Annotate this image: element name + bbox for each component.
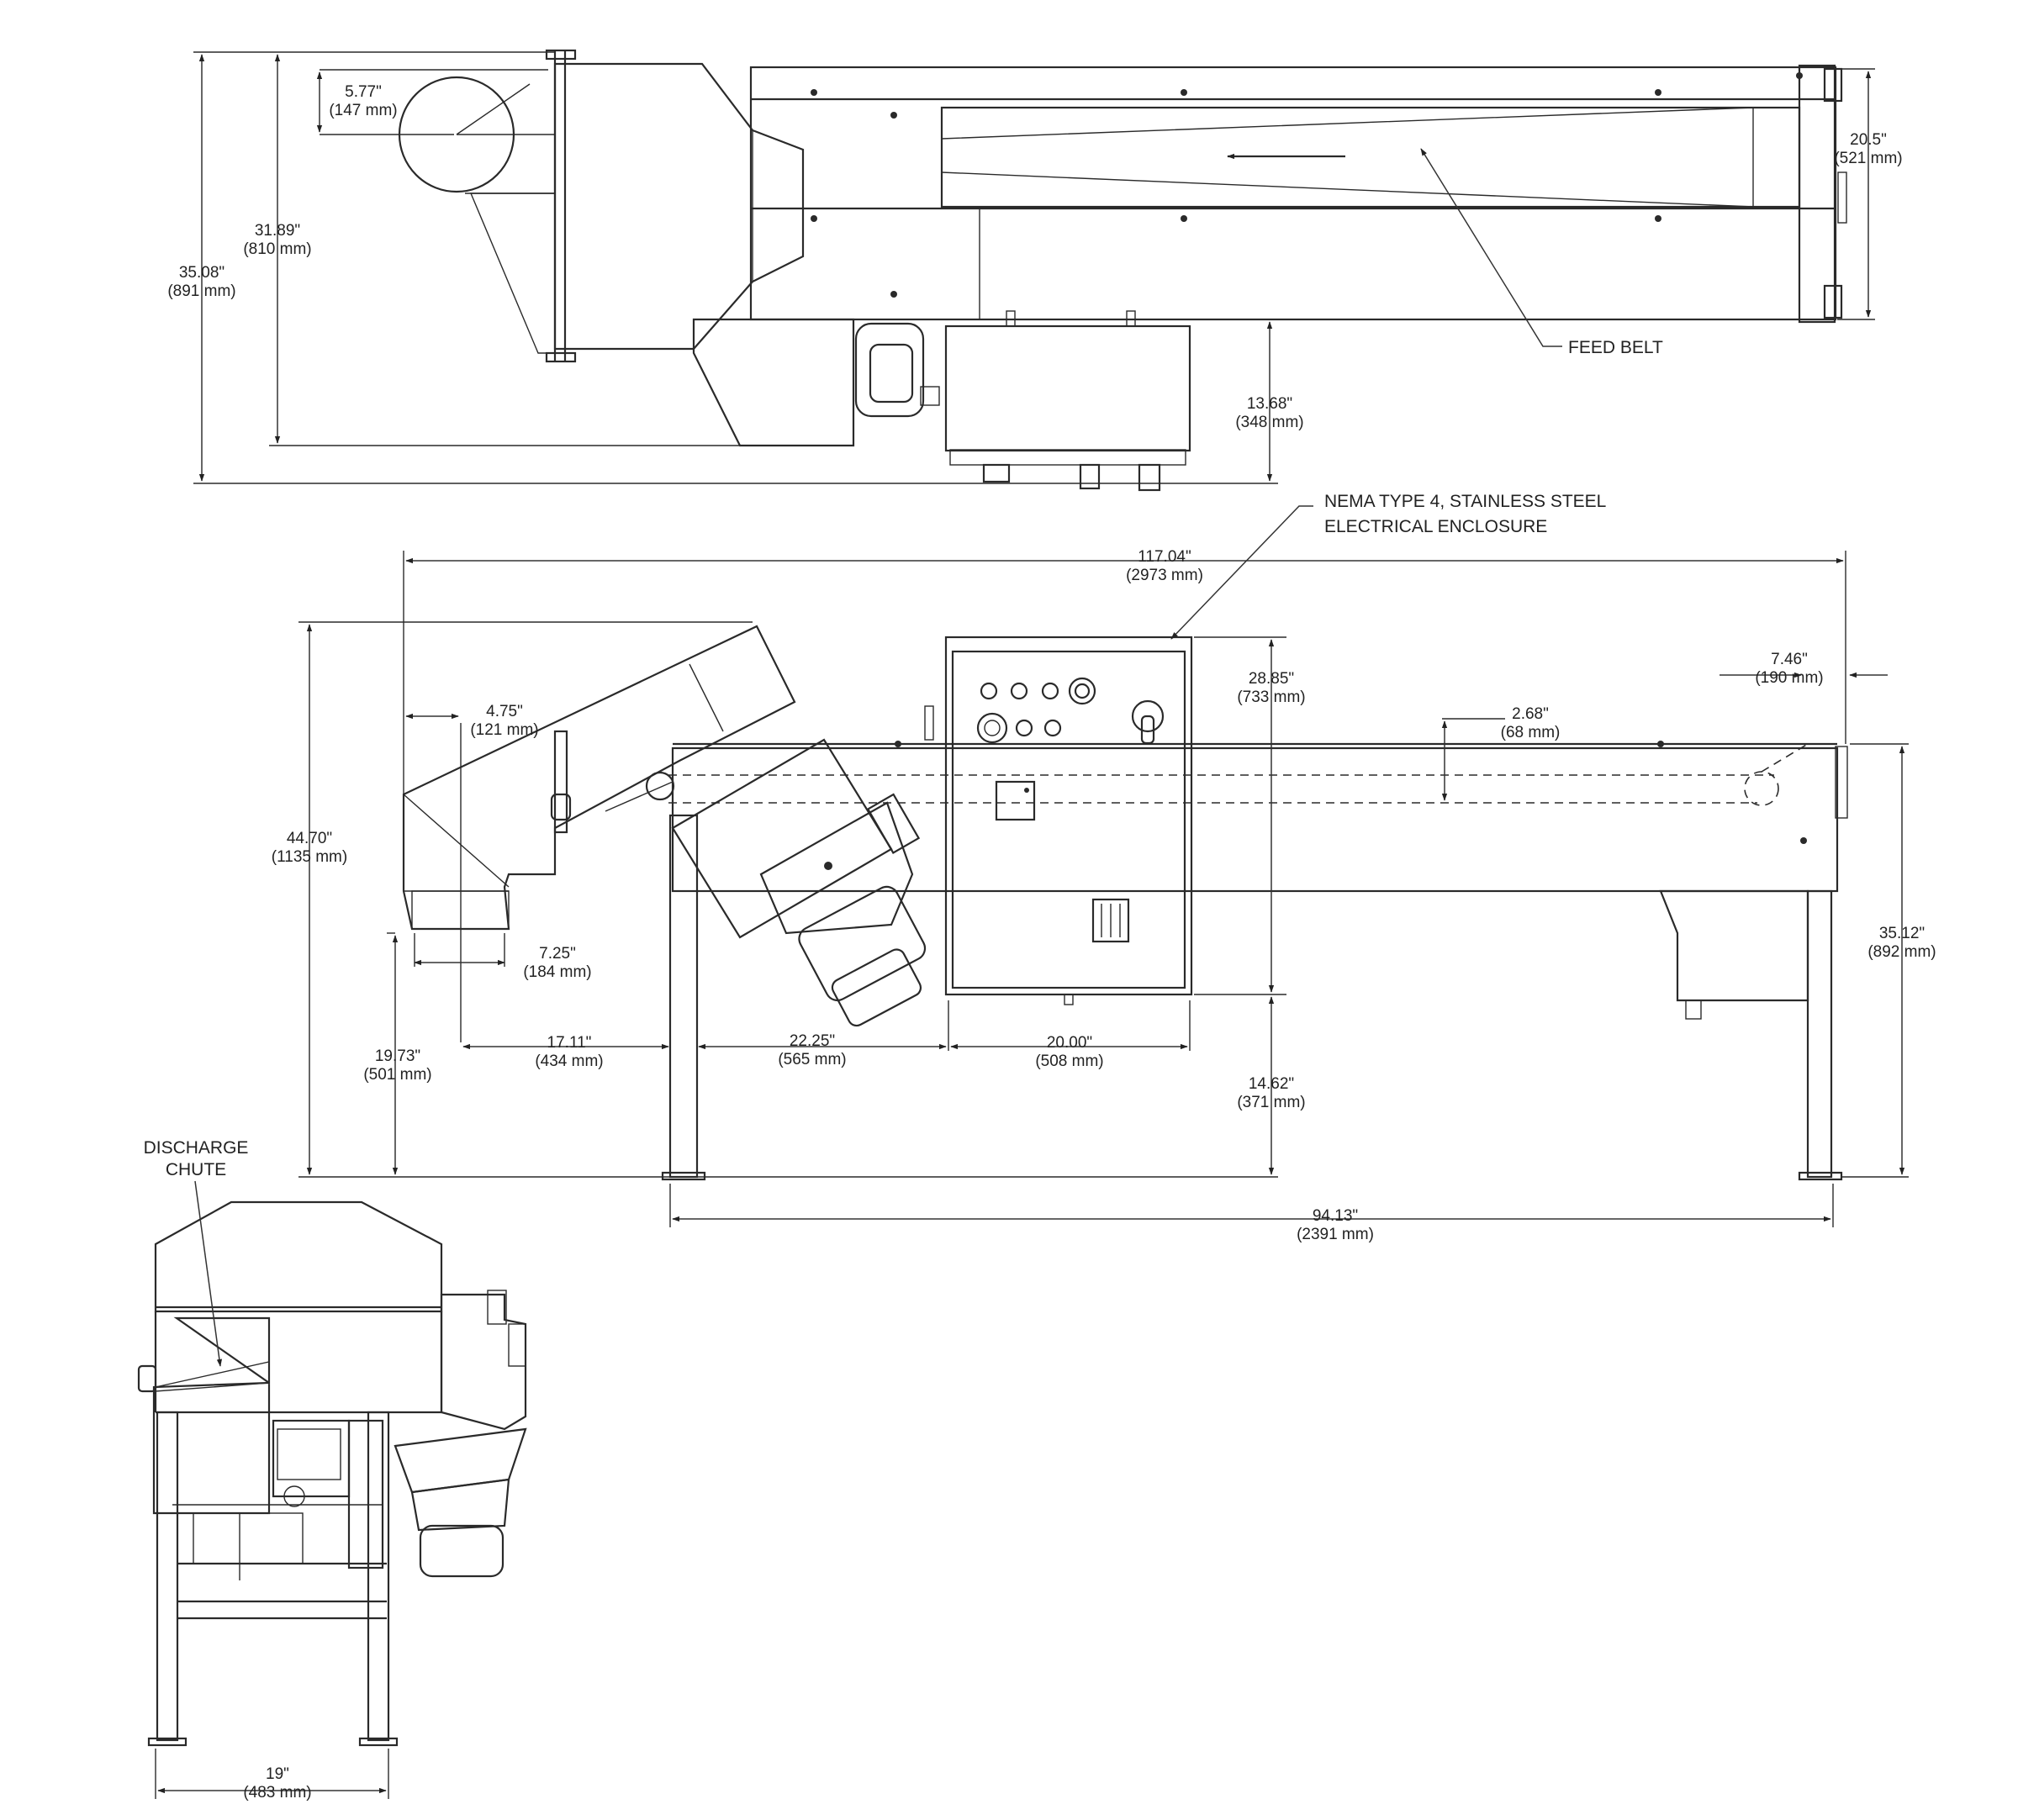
end-view: [137, 1200, 527, 1747]
dim-35.08-in: 35.08": [179, 264, 225, 282]
top-view-dimensions: [193, 51, 1875, 484]
dim-7.25-in: 7.25": [539, 945, 576, 963]
dim-7.46-in: 7.46": [1771, 651, 1808, 668]
dim-117.04-in: 117.04": [1138, 548, 1191, 566]
dim-5.77-in: 5.77": [345, 83, 382, 101]
dim-22.25-in: 22.25": [790, 1032, 835, 1050]
side-view: [402, 625, 1848, 1181]
dim-2.68-mm: (68 mm): [1501, 724, 1561, 741]
dim-14.62-mm: (371 mm): [1237, 1094, 1305, 1111]
dim-7.25-mm: (184 mm): [523, 963, 591, 981]
dim-31.89-mm: (810 mm): [243, 240, 311, 258]
dim-94.13-mm: (2391 mm): [1297, 1226, 1374, 1243]
callout-feed-belt: FEED BELT: [1568, 338, 1663, 357]
dim-19.73-mm: (501 mm): [363, 1066, 431, 1084]
side-view-dimensions: [298, 505, 1909, 1227]
top-dim-labels: 5.77" (147 mm) 31.89" (810 mm) 35.08" (8…: [167, 83, 1902, 431]
side-dim-labels: NEMA TYPE 4, STAINLESS STEEL ELECTRICAL …: [272, 492, 1936, 1243]
dim-4.75-in: 4.75": [486, 703, 523, 720]
dim-28.85-mm: (733 mm): [1237, 688, 1305, 706]
dim-94.13-in: 94.13": [1313, 1207, 1358, 1225]
dim-28.85-in: 28.85": [1249, 670, 1294, 688]
dim-20.5-mm: (521 mm): [1834, 150, 1902, 167]
dim-44.70-mm: (1135 mm): [272, 848, 347, 866]
end-dim-labels: DISCHARGE CHUTE 19" (483 mm): [144, 1138, 312, 1802]
callout-discharge-line1: DISCHARGE: [144, 1138, 249, 1158]
dim-2.68-in: 2.68": [1512, 705, 1549, 723]
dim-35.12-in: 35.12": [1879, 925, 1925, 942]
dim-17.11-mm: (434 mm): [535, 1052, 603, 1070]
dim-4.75-mm: (121 mm): [470, 721, 538, 739]
dim-22.25-mm: (565 mm): [778, 1051, 846, 1068]
callout-discharge-line2: CHUTE: [166, 1160, 226, 1179]
dim-31.89-in: 31.89": [255, 222, 300, 240]
dim-44.70-in: 44.70": [287, 830, 332, 847]
dim-13.68-mm: (348 mm): [1235, 414, 1303, 431]
dim-19.73-in: 19.73": [375, 1047, 420, 1065]
dim-117.04-mm: (2973 mm): [1126, 567, 1203, 584]
callout-enclosure-line2: ELECTRICAL ENCLOSURE: [1324, 517, 1547, 536]
dim-20.5-in: 20.5": [1850, 131, 1887, 149]
dim-17.11-in: 17.11": [547, 1034, 592, 1052]
dim-14.62-in: 14.62": [1249, 1075, 1294, 1093]
callout-enclosure-line1: NEMA TYPE 4, STAINLESS STEEL: [1324, 492, 1606, 511]
dim-19-mm: (483 mm): [243, 1784, 311, 1802]
top-view: [398, 49, 1847, 492]
dim-35.08-mm: (891 mm): [167, 282, 235, 300]
end-view-dimensions: [155, 1180, 389, 1799]
dim-20.00-in: 20.00": [1047, 1034, 1092, 1052]
dim-20.00-mm: (508 mm): [1035, 1052, 1103, 1070]
dim-35.12-mm: (892 mm): [1867, 943, 1936, 961]
dim-13.68-in: 13.68": [1247, 395, 1292, 413]
dim-5.77-mm: (147 mm): [329, 102, 397, 119]
dim-7.46-mm: (190 mm): [1755, 669, 1823, 687]
dim-19-in: 19": [266, 1765, 289, 1783]
